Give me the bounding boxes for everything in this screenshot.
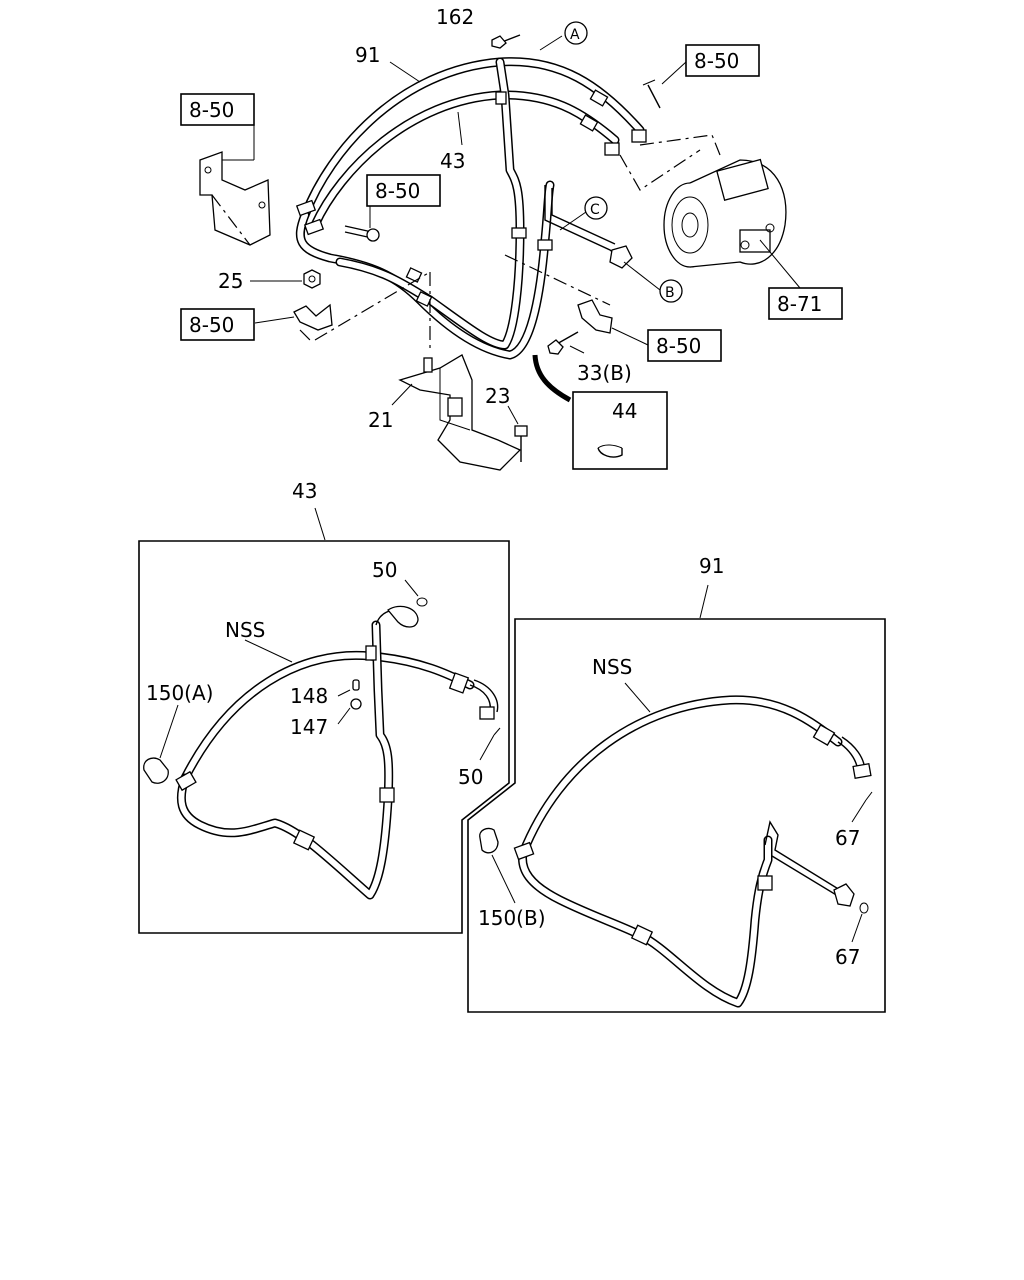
detail-43-148: 148 (290, 684, 328, 708)
bolt-left (344, 225, 380, 242)
ref-c-text: C (590, 202, 600, 218)
bracket-21 (398, 354, 522, 471)
clamp-right (547, 299, 613, 355)
ref-text-8-50-r: 8-50 (656, 334, 701, 358)
ref-text-8-71: 8-71 (777, 292, 822, 316)
ref-text-8-50-tr: 8-50 (694, 49, 739, 73)
label-91: 91 (355, 43, 380, 67)
ref-box-8-50-right[interactable] (647, 329, 722, 362)
label-162: 162 (436, 5, 474, 29)
detail-43-50-top: 50 (372, 558, 397, 582)
detail-91: 91 NSS 150(B) 67 67 (467, 554, 886, 1013)
left-bracket (199, 151, 271, 246)
compressor (663, 158, 787, 268)
ref-box-8-50-left-bottom[interactable] (180, 308, 255, 341)
label-21: 21 (368, 408, 393, 432)
ref-text-8-50-lt: 8-50 (189, 98, 234, 122)
wire-bundle (532, 354, 572, 403)
bolt-23 (514, 425, 528, 462)
label-33b: 33(B) (577, 361, 632, 385)
detail-91-67-bottom: 67 (835, 945, 860, 969)
label-25: 25 (218, 269, 243, 293)
detail-43-nss: NSS (225, 618, 265, 642)
label-44: 44 (612, 399, 637, 423)
hose-43 (310, 57, 620, 350)
upper-leaders (222, 35, 801, 453)
hose-fittings (295, 89, 647, 307)
ref-circle-c[interactable] (584, 196, 608, 220)
detail-91-title: 91 (699, 554, 724, 578)
part-44-box (572, 391, 668, 470)
upper-assembly (199, 34, 787, 471)
ref-box-8-50-left-top[interactable] (180, 93, 255, 126)
ref-b-text: B (665, 285, 675, 301)
detail-91-150b: 150(B) (478, 906, 546, 930)
ref-circle-b[interactable] (659, 279, 683, 303)
detail-91-nss: NSS (592, 655, 632, 679)
ref-box-8-50-top-right[interactable] (685, 44, 760, 77)
ref-text-8-50-lb: 8-50 (189, 313, 234, 337)
ref-text-8-50-mid: 8-50 (375, 179, 420, 203)
detail-43-147: 147 (290, 715, 328, 739)
label-23: 23 (485, 384, 510, 408)
bolt-162 (491, 34, 521, 49)
ref-box-8-50-mid[interactable] (366, 174, 441, 207)
detail-43-150a: 150(A) (146, 681, 213, 705)
ref-a-text: A (570, 27, 580, 43)
ref-circle-a[interactable] (564, 21, 588, 45)
detail-43-title: 43 (292, 479, 317, 503)
pipe-c (544, 185, 633, 269)
clamp-left (293, 303, 333, 331)
bolt-right (642, 79, 661, 109)
label-43: 43 (440, 149, 465, 173)
nut-25 (303, 269, 321, 289)
detail-91-67-top: 67 (835, 826, 860, 850)
ref-box-8-71[interactable] (768, 287, 843, 320)
detail-43: 43 NSS 50 148 147 150(A) 50 (138, 479, 510, 934)
detail-43-50-bottom: 50 (458, 765, 483, 789)
